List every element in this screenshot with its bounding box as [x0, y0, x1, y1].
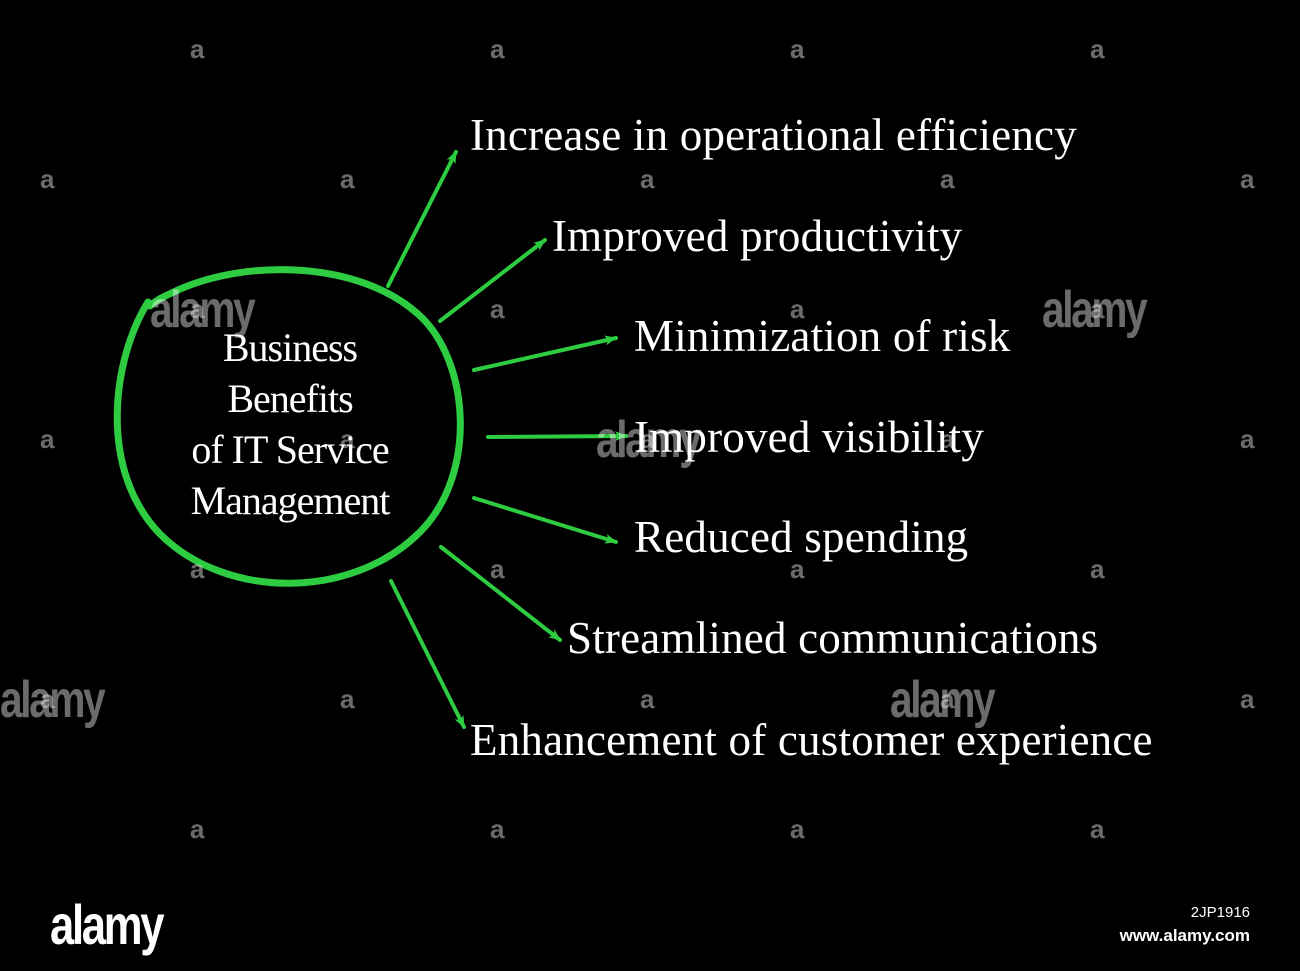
- watermark-symbol: a: [640, 684, 655, 714]
- arrow-7: [389, 579, 466, 729]
- watermark-symbol: a: [1090, 34, 1105, 64]
- watermark-symbol: a: [190, 34, 205, 64]
- center-line-4: Management: [190, 478, 391, 523]
- benefit-reduced-spending: Reduced spending: [634, 512, 969, 562]
- watermark-symbol: a: [490, 814, 505, 844]
- watermark-symbol: a: [790, 34, 805, 64]
- watermark-logo: alamy: [1042, 281, 1148, 339]
- watermark-logo: alamy: [596, 411, 702, 469]
- watermark-symbol: a: [490, 294, 505, 324]
- arrow-6: [439, 545, 562, 642]
- stock-url: www.alamy.com: [1119, 926, 1250, 945]
- watermark-symbol: a: [790, 294, 805, 324]
- benefit-risk-minimization: Minimization of risk: [634, 311, 1011, 361]
- center-line-2: Benefits: [227, 376, 353, 421]
- benefit-operational-efficiency: Increase in operational efficiency: [470, 110, 1077, 160]
- benefit-visibility: Improved visibility: [634, 412, 985, 462]
- benefit-productivity: Improved productivity: [552, 211, 963, 261]
- watermark-logo: alamy: [890, 671, 996, 729]
- watermark-symbol: a: [40, 164, 55, 194]
- watermark-symbol: a: [340, 164, 355, 194]
- watermark-symbol: a: [1240, 684, 1255, 714]
- watermark-symbol: a: [1090, 554, 1105, 584]
- watermark-symbol: a: [40, 424, 55, 454]
- center-line-3: of IT Service: [191, 427, 389, 472]
- arrow-3: [472, 335, 618, 372]
- arrow-2: [438, 238, 547, 323]
- watermark-symbol: a: [1090, 294, 1105, 324]
- center-line-1: Business: [222, 325, 358, 370]
- benefit-communications: Streamlined communications: [567, 613, 1099, 663]
- watermark-symbol: a: [1090, 814, 1105, 844]
- watermark-symbol: a: [640, 424, 655, 454]
- watermark-symbol: a: [1240, 424, 1255, 454]
- watermark-symbol: a: [190, 814, 205, 844]
- arrow-1: [386, 150, 458, 288]
- watermark-symbol: a: [340, 684, 355, 714]
- arrow-4: [486, 431, 628, 442]
- watermark-symbol: a: [190, 554, 205, 584]
- watermark-symbol: a: [340, 424, 355, 454]
- center-topic: Business Benefits of IT Service Manageme…: [140, 322, 440, 526]
- watermark-symbol: a: [490, 554, 505, 584]
- benefit-customer-experience: Enhancement of customer experience: [470, 715, 1153, 765]
- watermark-logo: alamy: [150, 281, 256, 339]
- watermark-symbol: a: [490, 34, 505, 64]
- watermark-symbol: a: [940, 424, 955, 454]
- watermark-symbol: a: [790, 814, 805, 844]
- watermark-symbol: a: [1240, 164, 1255, 194]
- alamy-logo: alamy: [50, 893, 164, 956]
- watermark-symbol: a: [790, 554, 805, 584]
- watermark-symbol: a: [940, 164, 955, 194]
- center-circle: [113, 266, 464, 587]
- watermark-symbol: a: [640, 164, 655, 194]
- stock-image-id: 2JP1916: [1190, 904, 1250, 921]
- arrow-5: [472, 496, 618, 544]
- watermark-symbol: a: [190, 294, 205, 324]
- watermark-logo: alamy: [0, 671, 106, 729]
- arrow-group: [386, 150, 628, 729]
- watermark-symbol: a: [940, 684, 955, 714]
- watermark-symbol: a: [40, 684, 55, 714]
